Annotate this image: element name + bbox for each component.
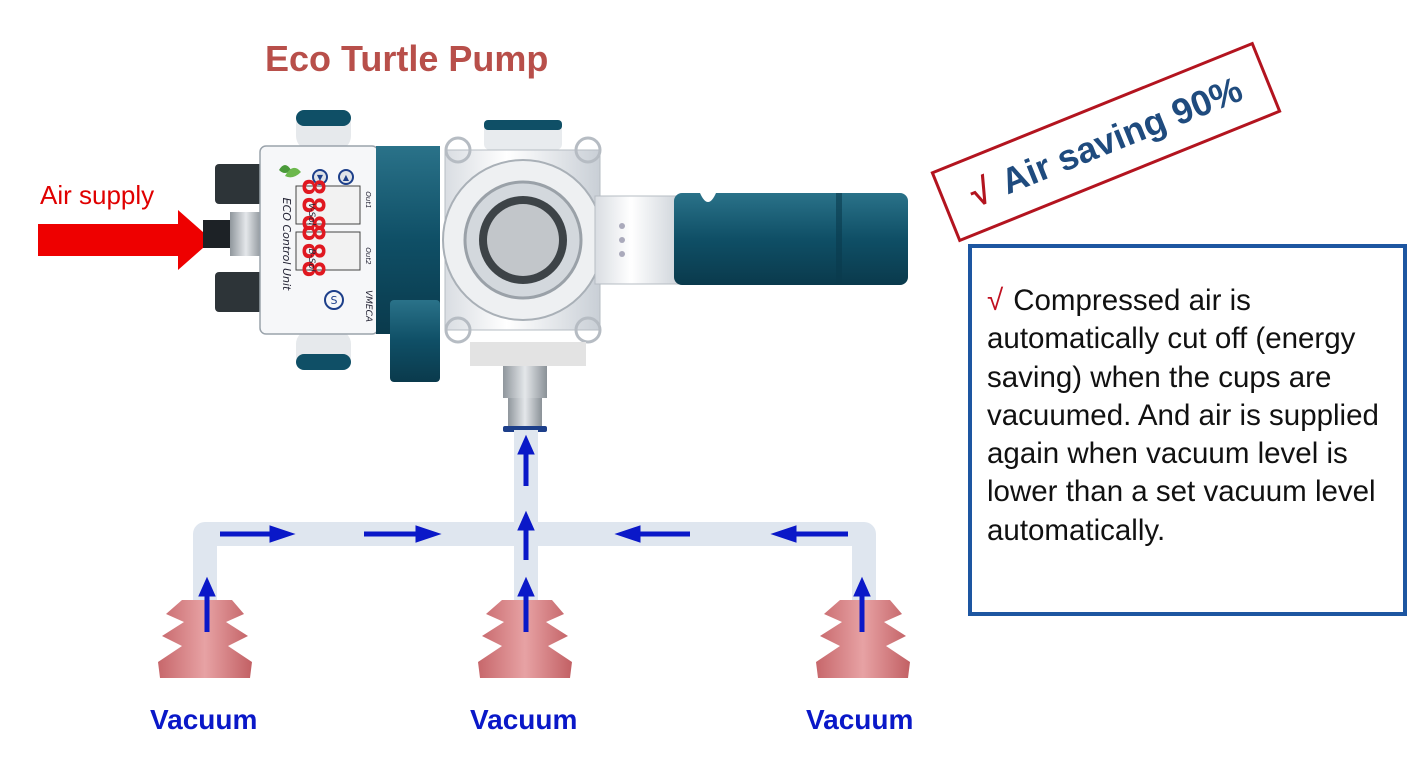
suction-cup-right	[816, 600, 910, 678]
button-down-icon: ▼	[317, 173, 324, 182]
info-check-icon: √	[987, 284, 1004, 317]
air-supply-arrow	[38, 210, 212, 270]
silencer	[674, 193, 908, 285]
arrow-up-riser	[517, 434, 535, 486]
eco-control-unit	[259, 110, 440, 382]
arrow-right-2	[364, 525, 442, 543]
set-button-icon: S	[331, 294, 338, 307]
arrow-up-center-cup	[517, 576, 535, 632]
stamp-check-icon: √	[963, 169, 998, 215]
info-box: √Compressed air is automatically cut off…	[968, 244, 1407, 616]
arrow-up-right-cup	[853, 576, 871, 632]
info-text: Compressed air is automatically cut off …	[987, 284, 1379, 547]
vsol-label: V-Sol	[306, 203, 316, 226]
out2-label: Out2	[364, 247, 372, 265]
display-bottom: 888	[295, 224, 330, 278]
suction-cup-left	[158, 600, 252, 678]
arrow-up-left-cup	[198, 576, 216, 632]
out1-label: Out1	[364, 191, 372, 208]
arrow-left-2	[770, 525, 848, 543]
pump-body	[442, 120, 686, 366]
page-title: Eco Turtle Pump	[265, 38, 549, 79]
suction-cup-center	[478, 600, 572, 678]
vacuum-label-center: Vacuum	[470, 704, 578, 735]
display-top: 888	[295, 178, 330, 232]
vacuum-port-fitting	[503, 366, 547, 432]
flow-arrows	[198, 434, 871, 632]
button-up-icon: ▲	[343, 173, 350, 182]
arrow-up-junction	[517, 510, 535, 560]
brand-label: VMECA	[363, 290, 373, 322]
inlet-fittings	[203, 164, 263, 312]
arrow-right-1	[220, 525, 296, 543]
control-unit-name: ECO Control Unit	[280, 198, 293, 291]
arrow-left-1	[614, 525, 690, 543]
air-supply-label: Air supply	[40, 180, 155, 210]
bsol-label: B-Sol	[306, 249, 316, 272]
vacuum-label-right: Vacuum	[806, 704, 914, 735]
vacuum-label-left: Vacuum	[150, 704, 258, 735]
vacuum-piping	[193, 430, 876, 602]
